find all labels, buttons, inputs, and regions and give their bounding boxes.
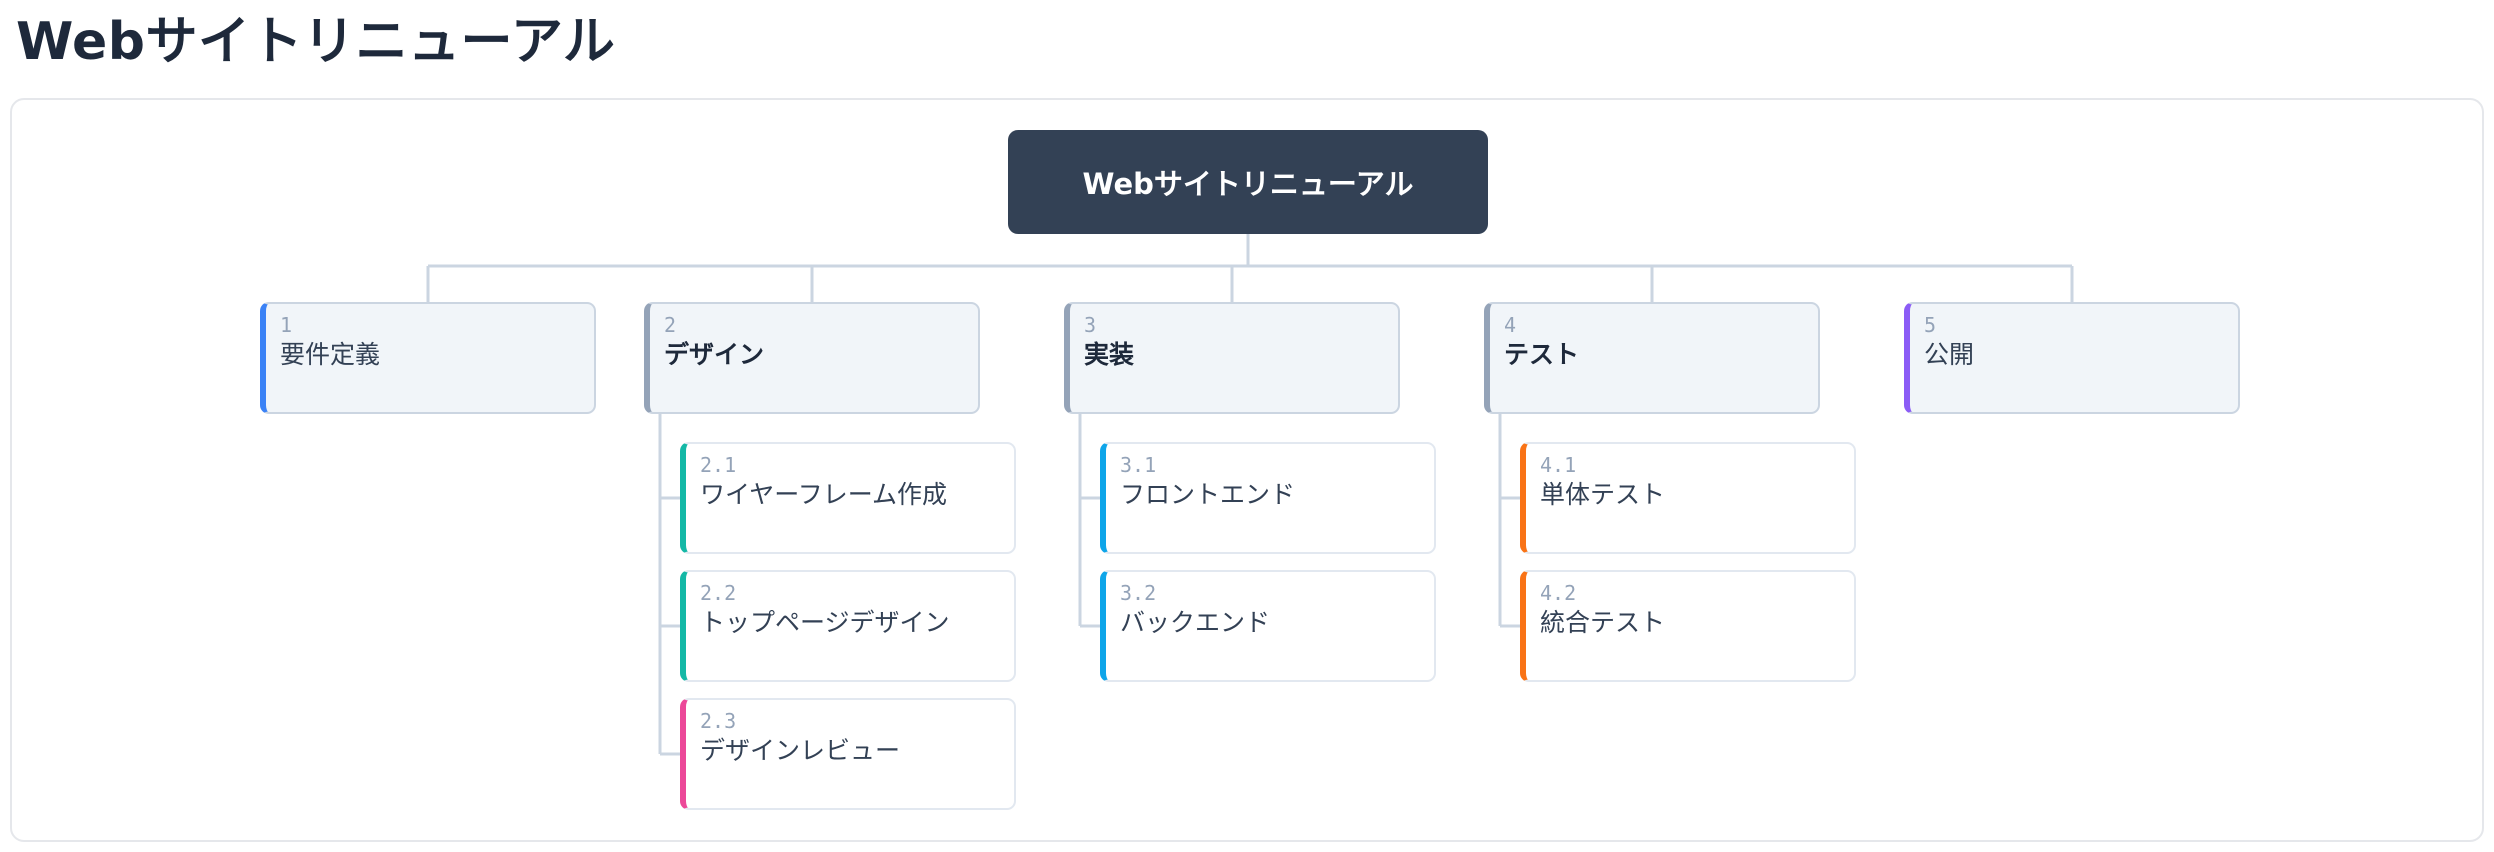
phase-node[interactable]: 5 公開 bbox=[1904, 302, 2240, 414]
page-title: Webサイトリニューアル bbox=[16, 12, 616, 72]
node-code: 3 bbox=[1084, 313, 1097, 337]
node-code: 4.2 bbox=[1540, 581, 1577, 605]
root-node[interactable]: Webサイトリニューアル bbox=[1008, 130, 1488, 234]
task-node[interactable]: 2.3 デザインレビュー bbox=[680, 698, 1016, 810]
node-code: 2.1 bbox=[700, 453, 737, 477]
root-node-label: Webサイトリニューアル bbox=[1082, 167, 1414, 201]
phase-node[interactable]: 4 テスト bbox=[1484, 302, 1820, 414]
phase-node[interactable]: 3 実装 bbox=[1064, 302, 1400, 414]
node-code: 2.3 bbox=[700, 709, 737, 733]
node-code: 2.2 bbox=[700, 581, 737, 605]
node-label: 要件定義 bbox=[280, 340, 381, 369]
node-label: 公開 bbox=[1924, 340, 1975, 369]
node-label: バックエンド bbox=[1120, 608, 1271, 637]
node-code: 4 bbox=[1504, 313, 1517, 337]
task-node[interactable]: 2.2 トップページデザイン bbox=[680, 570, 1016, 682]
node-label: 統合テスト bbox=[1540, 608, 1666, 637]
node-label: トップページデザイン bbox=[700, 608, 950, 637]
task-node[interactable]: 3.1 フロントエンド bbox=[1100, 442, 1436, 554]
task-node[interactable]: 4.2 統合テスト bbox=[1520, 570, 1856, 682]
phase-node[interactable]: 1 要件定義 bbox=[260, 302, 596, 414]
node-label: 単体テスト bbox=[1540, 480, 1666, 509]
node-label: フロントエンド bbox=[1120, 480, 1296, 509]
phase-node[interactable]: 2 デザイン bbox=[644, 302, 980, 414]
node-label: デザイン bbox=[664, 340, 765, 369]
node-label: テスト bbox=[1504, 340, 1580, 369]
node-code: 2 bbox=[664, 313, 677, 337]
node-code: 3.1 bbox=[1120, 453, 1157, 477]
node-code: 5 bbox=[1924, 313, 1937, 337]
node-code: 1 bbox=[280, 313, 293, 337]
node-label: 実装 bbox=[1084, 340, 1135, 369]
node-label: デザインレビュー bbox=[700, 736, 901, 765]
task-node[interactable]: 2.1 ワイヤーフレーム作成 bbox=[680, 442, 1016, 554]
node-label: ワイヤーフレーム作成 bbox=[700, 480, 948, 509]
task-node[interactable]: 4.1 単体テスト bbox=[1520, 442, 1856, 554]
node-code: 3.2 bbox=[1120, 581, 1157, 605]
node-code: 4.1 bbox=[1540, 453, 1577, 477]
task-node[interactable]: 3.2 バックエンド bbox=[1100, 570, 1436, 682]
